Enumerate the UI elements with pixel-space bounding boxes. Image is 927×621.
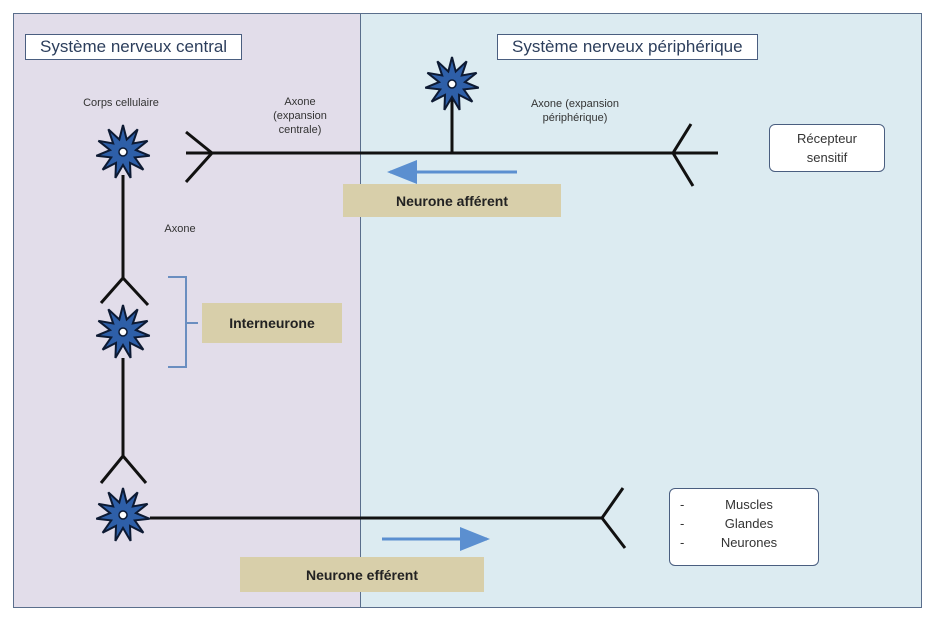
- effector-item: Muscles: [680, 495, 808, 514]
- effector-item: Glandes: [680, 514, 808, 533]
- effectors-list: Muscles Glandes Neurones: [670, 489, 818, 556]
- axon-label: Axone: [164, 223, 196, 235]
- sensory-receptor-line: sensitif: [806, 150, 848, 165]
- central-dendrite-fork: [184, 130, 215, 184]
- peripheral-system-title: Système nerveux périphérique: [497, 34, 758, 60]
- peripheral-axon-label-line: Axone (expansion: [530, 98, 620, 110]
- efferent-cell-body-nucleus: [118, 510, 128, 520]
- interneuron-cell-body-nucleus: [118, 327, 128, 337]
- afferent-cell-body-nucleus: [118, 147, 128, 157]
- interneuron-dendrite-fork: [99, 275, 150, 307]
- afferent-neuron-tag: Neurone afférent: [343, 184, 561, 217]
- effector-item: Neurones: [680, 533, 808, 552]
- central-system-title: Système nerveux central: [25, 34, 243, 60]
- peripheral-axon-label-line: périphérique): [542, 112, 608, 124]
- afferent-peripheral-cell-body-nucleus: [447, 79, 457, 89]
- central-axon-label-line: (expansion: [273, 110, 327, 122]
- cell-body-label: Corps cellulaire: [83, 97, 159, 109]
- peripheral-axon-label: Axone (expansion périphérique): [510, 97, 640, 125]
- efferent-neuron-tag: Neurone efférent: [240, 557, 484, 592]
- central-axon-label-line: centrale): [278, 124, 322, 136]
- interneuron-tag: Interneurone: [202, 303, 342, 343]
- efferent-dendrite-fork: [99, 453, 148, 484]
- central-axon-label-line: Axone: [284, 96, 316, 108]
- effectors-box: Muscles Glandes Neurones: [669, 488, 819, 566]
- sensory-receptor-line: Récepteur: [797, 131, 857, 146]
- effector-fork: [600, 487, 627, 549]
- peripheral-receptor-fork: [671, 123, 695, 187]
- sensory-receptor-box: Récepteur sensitif: [769, 124, 885, 172]
- peripheral-nervous-system-panel: [361, 13, 922, 608]
- interneuron-bracket: [168, 276, 187, 368]
- central-axon-label: Axone (expansion centrale): [250, 95, 350, 137]
